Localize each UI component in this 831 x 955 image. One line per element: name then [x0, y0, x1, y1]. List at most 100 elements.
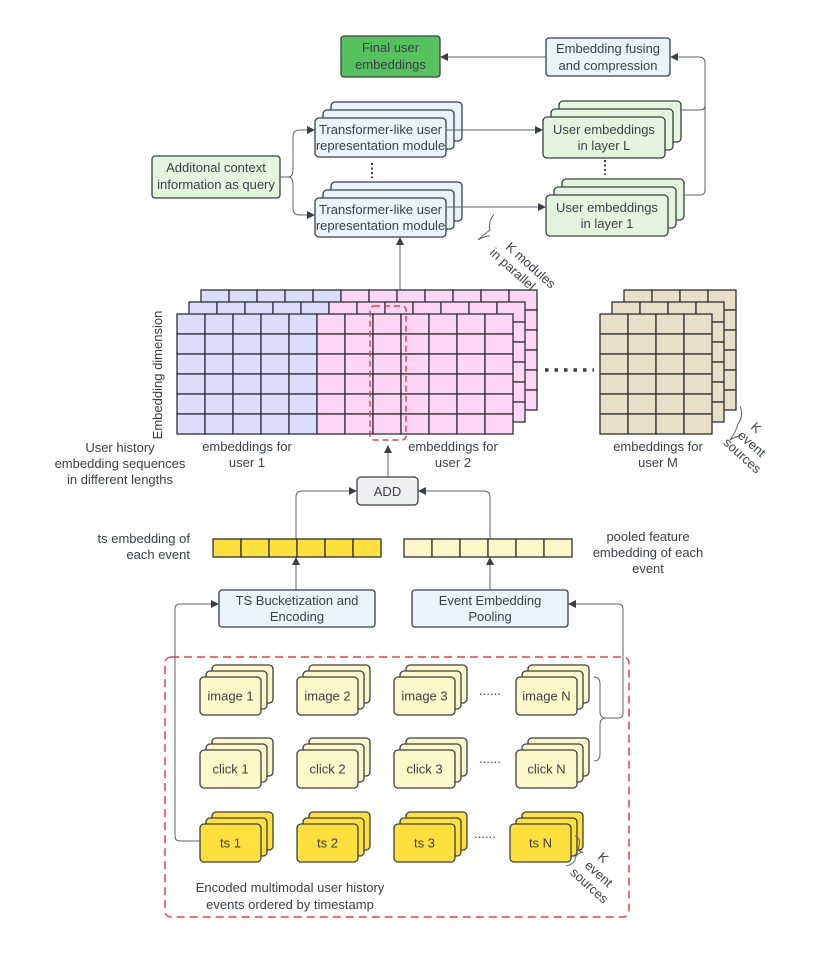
embedding-cell	[627, 333, 657, 355]
embedding-cell	[400, 373, 430, 395]
embedding-cell	[484, 333, 514, 355]
event-pool-line2: Pooling	[468, 609, 511, 624]
user1-label-line2: user 1	[229, 455, 265, 470]
click-event-3-text-1: click 3	[406, 762, 442, 777]
image-event-3-text-1: image 3	[401, 689, 447, 704]
context-line1: Additonal context	[166, 160, 266, 175]
stack-front-card	[393, 676, 456, 716]
user-embeddings-layer-1-text-1: User embeddings	[556, 200, 658, 215]
user-embeddings-layer-L-text-1: User embeddings	[553, 122, 655, 137]
embedding-cell	[372, 313, 402, 335]
embedding-cell	[204, 413, 234, 435]
embedding-cell	[428, 333, 458, 355]
embedding-cell	[204, 393, 234, 415]
image-event-4: image N	[515, 664, 590, 716]
embedding-cell	[288, 313, 318, 335]
ts-event-3: ts 3	[393, 811, 468, 863]
embedding-cell	[204, 353, 234, 375]
fusing-line1: Embedding fusing	[556, 41, 660, 56]
bar-cell	[296, 538, 326, 558]
stack-front-card	[199, 823, 262, 863]
embedding-cell	[484, 353, 514, 375]
embedding-cell	[260, 353, 290, 375]
embedding-cell	[316, 393, 346, 415]
ts-bucket-line1: TS Bucketization and	[236, 593, 359, 608]
image-event-1: image 1	[199, 664, 274, 716]
embedding-cell	[456, 313, 486, 335]
embedding-cell	[655, 413, 685, 435]
bar-cell	[459, 538, 489, 558]
stack-front-card	[542, 116, 666, 159]
embedding-cell	[599, 373, 629, 395]
encoded-events-container	[164, 656, 630, 918]
embedding-cell	[683, 333, 713, 355]
embedding-cell	[484, 413, 514, 435]
final-embeddings-line1: Final user	[362, 40, 420, 55]
embedding-cell	[372, 373, 402, 395]
event-embedding-pooling-box: Event Embedding Pooling	[411, 589, 569, 628]
embedding-cell	[316, 313, 346, 335]
stack-front-card	[199, 749, 262, 789]
embedding-cell	[372, 353, 402, 375]
embedding-cell	[683, 373, 713, 395]
embedding-cell	[428, 373, 458, 395]
stack-front-card	[515, 676, 578, 716]
sequences-note-line3: in different lengths	[67, 472, 173, 487]
click-event-1: click 1	[199, 737, 274, 789]
embedding-dimension-label: Embedding dimension	[150, 311, 165, 440]
embedding-cell	[288, 353, 318, 375]
arrow-pooled-to-add	[418, 487, 491, 590]
ts-label-line2: each event	[126, 547, 190, 562]
embedding-cell	[372, 333, 402, 355]
stack-front-card	[296, 749, 359, 789]
stack-front-card	[545, 194, 669, 237]
stack-front-card	[314, 117, 447, 158]
embedding-cell	[232, 413, 262, 435]
arrow-context-to-bottom	[287, 176, 315, 219]
ts-bucketization-box: TS Bucketization and Encoding	[218, 589, 376, 628]
selected-event-column-highlight	[369, 305, 407, 441]
ts-embedding-bar	[212, 538, 382, 558]
embedding-cell	[627, 373, 657, 395]
embedding-cell	[176, 393, 206, 415]
embedding-cell	[456, 373, 486, 395]
embedding-cell	[655, 393, 685, 415]
stack-front-card	[296, 823, 359, 863]
click-event-2-text-1: click 2	[309, 762, 345, 777]
click-event-3: click 3	[393, 737, 468, 789]
embedding-cell	[260, 313, 290, 335]
user1-label-line1: embeddings for	[202, 439, 292, 454]
stack-front-card	[199, 676, 262, 716]
arrow-events-to-pool	[568, 600, 624, 719]
brace-k-sources-events	[565, 835, 584, 867]
ts-event-1: ts 1	[199, 811, 274, 863]
context-line2: information as query	[157, 177, 275, 192]
embedding-cell	[176, 353, 206, 375]
event-pool-line1: Event Embedding	[439, 593, 542, 608]
embedding-cell	[232, 313, 262, 335]
embedding-cell	[204, 333, 234, 355]
embedding-cell	[428, 413, 458, 435]
embedding-cell	[428, 313, 458, 335]
embedding-cell	[316, 333, 346, 355]
brace-image-click	[593, 676, 607, 762]
embedding-cell	[204, 373, 234, 395]
embedding-cell	[627, 393, 657, 415]
embedding-cell	[428, 353, 458, 375]
click-event-4: click N	[515, 737, 590, 789]
brace-k-modules	[477, 213, 495, 241]
embedding-cell	[655, 353, 685, 375]
embedding-cell	[176, 373, 206, 395]
embedding-cell	[599, 393, 629, 415]
ellipsis-2: ......	[479, 751, 501, 766]
image-event-2-text-1: image 2	[304, 689, 350, 704]
embedding-cell	[232, 373, 262, 395]
embedding-cell	[344, 373, 374, 395]
stack-front-card	[515, 749, 578, 789]
user-embeddings-layer-1-text-2: in layer 1	[581, 216, 634, 231]
embedding-cell	[456, 333, 486, 355]
ellipsis-3: ......	[474, 826, 496, 841]
